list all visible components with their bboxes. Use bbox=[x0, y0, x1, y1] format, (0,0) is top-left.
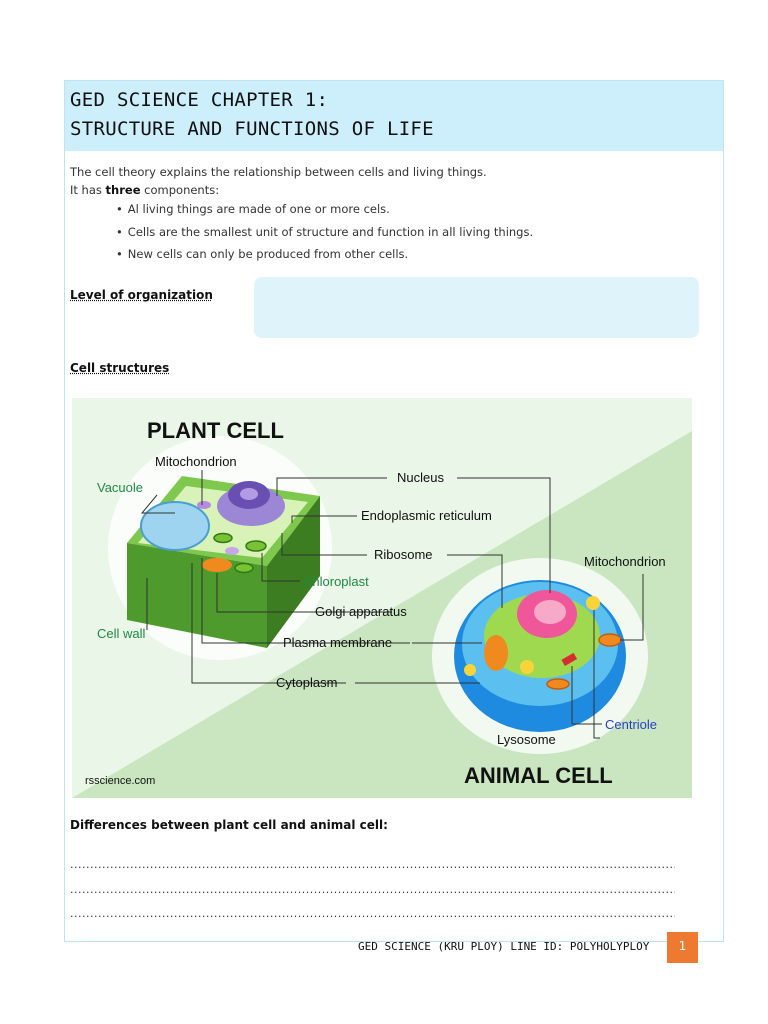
chloroplast-shape bbox=[245, 540, 267, 552]
centriole-shape bbox=[561, 652, 578, 666]
title-banner bbox=[65, 81, 723, 151]
footer-text: GED SCIENCE (KRU PLOY) LINE ID: POLYHOLY… bbox=[358, 940, 650, 953]
answer-line-1[interactable]: ........................................… bbox=[70, 858, 675, 870]
intro-bold-three: three bbox=[105, 183, 141, 197]
label-chloroplast: Chloroplast bbox=[303, 574, 369, 589]
intro-components: It has three components: bbox=[70, 183, 219, 197]
answer-line-3[interactable]: ........................................… bbox=[70, 907, 675, 919]
list-item: Cells are the smallest unit of structure… bbox=[116, 225, 533, 248]
label-plant-mitochondrion: Mitochondrion bbox=[155, 454, 237, 469]
page-number: 1 bbox=[667, 932, 698, 963]
animal-cell-title: ANIMAL CELL bbox=[464, 763, 613, 788]
label-endoplasmic-reticulum: Endoplasmic reticulum bbox=[361, 508, 492, 523]
plant-mitochondrion-shape bbox=[197, 501, 211, 509]
animal-mitochondrion-shape bbox=[598, 633, 622, 647]
list-item: New cells can only be produced from othe… bbox=[116, 247, 533, 270]
plant-cell-title: PLANT CELL bbox=[147, 418, 284, 443]
vacuole-shape bbox=[140, 501, 210, 551]
intro-prefix: It has bbox=[70, 183, 106, 197]
label-vacuole: Vacuole bbox=[97, 480, 143, 495]
page-title-line-1: GED SCIENCE CHAPTER 1: bbox=[70, 89, 329, 111]
label-nucleus: Nucleus bbox=[397, 470, 444, 485]
label-ribosome: Ribosome bbox=[374, 547, 433, 562]
answer-line-2[interactable]: ........................................… bbox=[70, 883, 675, 895]
page-frame bbox=[64, 80, 724, 942]
label-lysosome: Lysosome bbox=[497, 732, 556, 747]
image-credit: rsscience.com bbox=[85, 775, 155, 787]
cell-theory-list: Al living things are made of one or more… bbox=[116, 202, 533, 270]
lysosome-shape bbox=[586, 596, 600, 610]
label-plasma-membrane: Plasma membrane bbox=[283, 635, 392, 650]
label-golgi-apparatus: Golgi apparatus bbox=[315, 604, 407, 619]
differences-heading: Differences between plant cell and anima… bbox=[70, 818, 388, 832]
plant-cell-illustration bbox=[127, 476, 320, 648]
leader-lines bbox=[140, 470, 644, 739]
intro-text: The cell theory explains the relationshi… bbox=[70, 165, 487, 179]
animal-cell-illustration bbox=[454, 580, 626, 732]
list-item: Al living things are made of one or more… bbox=[116, 202, 533, 225]
plant-golgi-shape bbox=[202, 558, 232, 572]
level-answer-box[interactable] bbox=[254, 277, 699, 338]
animal-golgi-shape bbox=[484, 635, 508, 671]
label-centriole: Centriole bbox=[605, 717, 657, 732]
cell-diagram: PLANT CELL Mitochondrion Vacuole Cell wa… bbox=[72, 398, 692, 798]
intro-suffix: components: bbox=[140, 183, 220, 197]
label-cell-wall: Cell wall bbox=[97, 626, 146, 641]
label-animal-mitochondrion: Mitochondrion bbox=[584, 554, 666, 569]
label-cytoplasm: Cytoplasm bbox=[276, 675, 337, 690]
cell-structures-heading: Cell structures bbox=[70, 361, 170, 375]
level-of-organization-heading: Level of organization bbox=[70, 288, 213, 302]
page-title-line-2: STRUCTURE AND FUNCTIONS OF LIFE bbox=[70, 118, 434, 140]
